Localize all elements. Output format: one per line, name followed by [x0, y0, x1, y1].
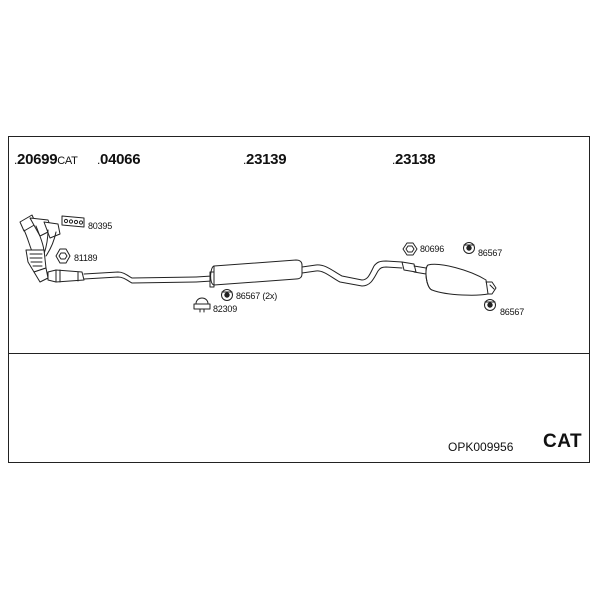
gasket-80395[interactable]: [61, 215, 85, 228]
rear-silencer[interactable]: [401, 261, 497, 296]
rubber-mount-bottom[interactable]: [484, 299, 496, 311]
footer-divider: [8, 353, 590, 354]
rubber-mount-pair[interactable]: [221, 289, 233, 301]
accessory-label-gasket[interactable]: 80395: [88, 221, 113, 231]
accessory-label-clamp[interactable]: 82309: [213, 304, 238, 314]
set-code: OPK009956: [448, 440, 514, 454]
part-label-front-pipe[interactable]: .04066: [97, 151, 141, 168]
front-pipe[interactable]: [47, 269, 197, 284]
diagram-frame: [8, 136, 590, 463]
clamp-82309[interactable]: [193, 297, 211, 313]
part-label-catalyst[interactable]: .20699CAT: [14, 151, 78, 168]
manifold-catalyst[interactable]: [19, 214, 61, 283]
accessory-label-ring-rear[interactable]: 80696: [420, 244, 445, 254]
part-label-rear-silencer[interactable]: .23138: [392, 151, 436, 168]
part-label-middle-silencer[interactable]: .23139: [243, 151, 287, 168]
category-badge: CAT: [543, 431, 583, 452]
accessory-label-rubber-mount-bottom[interactable]: 86567: [500, 307, 525, 317]
rubber-mount-top[interactable]: [463, 242, 475, 254]
middle-silencer[interactable]: [195, 259, 403, 288]
ring-81189[interactable]: [55, 248, 71, 264]
accessory-label-rubber-mount-top[interactable]: 86567: [478, 248, 503, 258]
accessory-label-ring[interactable]: 81189: [74, 253, 98, 263]
ring-80696[interactable]: [402, 242, 418, 256]
accessory-label-rubber-mount-2x[interactable]: 86567 (2x): [236, 291, 278, 301]
